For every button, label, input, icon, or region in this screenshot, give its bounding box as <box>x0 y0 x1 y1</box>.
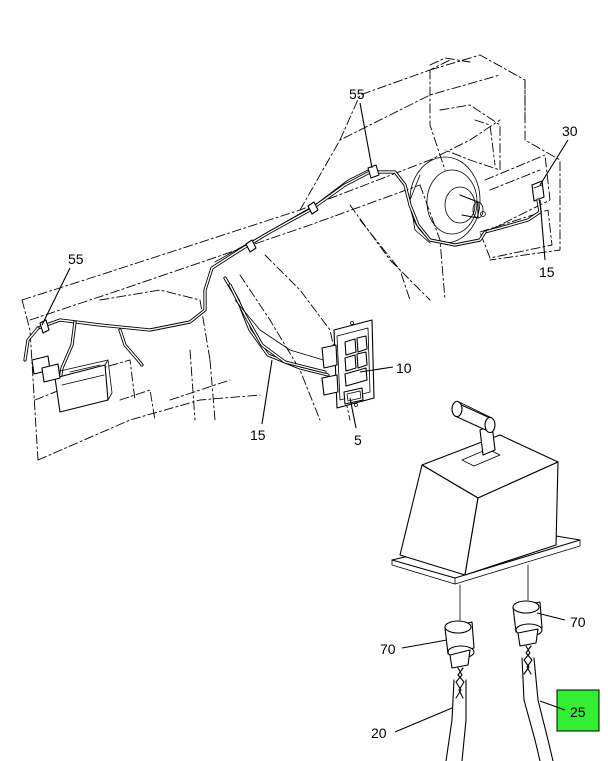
fuse-box <box>31 355 113 413</box>
blower-motor <box>409 156 486 244</box>
callout-5: 5 <box>354 432 362 448</box>
connector-30 <box>483 180 545 234</box>
callout-55-left: 55 <box>68 251 84 267</box>
callout-25[interactable]: 25 <box>570 704 586 720</box>
switch-panel <box>321 319 375 409</box>
callout-15-right: 15 <box>539 264 555 280</box>
callout-70-right: 70 <box>570 614 586 630</box>
pigtail-connectors <box>444 600 543 699</box>
callout-labels: 55 55 30 15 10 15 5 70 70 20 25 <box>68 86 586 741</box>
highlight-box-25[interactable] <box>556 689 600 732</box>
callout-70-left: 70 <box>380 641 396 657</box>
callout-10: 10 <box>396 360 412 376</box>
callout-20: 20 <box>371 725 387 741</box>
wiring-harness <box>23 164 487 382</box>
harness-leads <box>445 657 554 761</box>
callout-30: 30 <box>562 123 578 139</box>
leader-lines <box>41 102 569 733</box>
callout-15-mid: 15 <box>250 427 266 443</box>
callout-55-top: 55 <box>349 86 365 102</box>
shift-tower <box>391 400 581 621</box>
